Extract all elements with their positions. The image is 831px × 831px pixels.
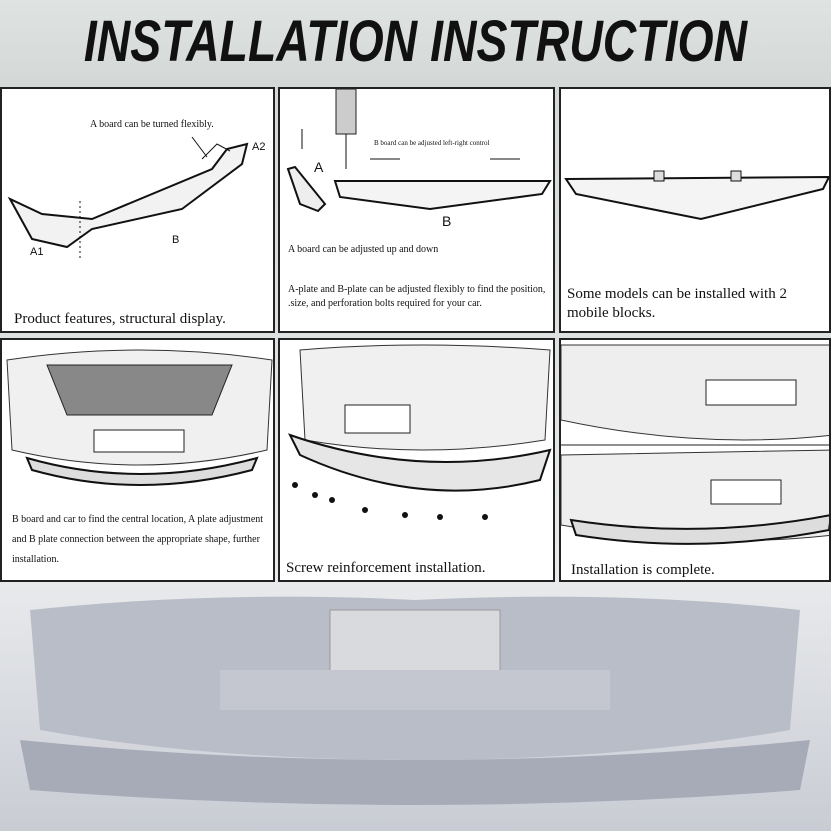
panel-screw-reinforcement: Screw reinforcement installation.	[278, 338, 555, 582]
label-b: B	[172, 234, 180, 246]
car-front-sketch	[6, 349, 273, 486]
splitter-diagram	[7, 136, 249, 259]
label-a-board-up-down: A board can be adjusted up and down	[288, 244, 439, 255]
mobile-blocks-diagram	[564, 170, 829, 221]
label-a2: A2	[252, 141, 266, 153]
caption-adjustment: A-plate and B-plate can be adjusted flex…	[288, 284, 546, 309]
label-a1: A1	[30, 246, 44, 258]
screw-sketch	[288, 344, 552, 520]
caption-screw-reinforcement: Screw reinforcement installation.	[286, 560, 486, 576]
caption-mobile-blocks: Some models can be installed with 2 mobi…	[567, 286, 787, 321]
panel-installation-complete: Installation is complete.	[559, 338, 831, 582]
completed-car-sketch	[561, 344, 829, 545]
label-a-board-turned: A board can be turned flexibly.	[90, 119, 214, 130]
caption-product-features: Product features, structural display.	[14, 311, 226, 327]
label-b: B	[442, 213, 452, 229]
panel-product-features: A board can be turned flexibly. A2 A1 B …	[0, 87, 275, 333]
label-b-board-left-right: B board can be adjusted left-right contr…	[374, 139, 490, 147]
panel-adjustment: B board can be adjusted left-right contr…	[278, 87, 555, 333]
caption-central-location: B board and car to find the central loca…	[12, 514, 264, 565]
panel-mobile-blocks: Some models can be installed with 2 mobi…	[559, 87, 831, 333]
page-title: INSTALLATION INSTRUCTION	[83, 9, 748, 74]
adjustment-diagram	[286, 89, 552, 213]
background-car-bumper	[20, 596, 810, 805]
panel-central-location: B board and car to find the central loca…	[0, 338, 275, 582]
caption-installation-complete: Installation is complete.	[571, 562, 715, 578]
label-a: A	[314, 159, 324, 175]
